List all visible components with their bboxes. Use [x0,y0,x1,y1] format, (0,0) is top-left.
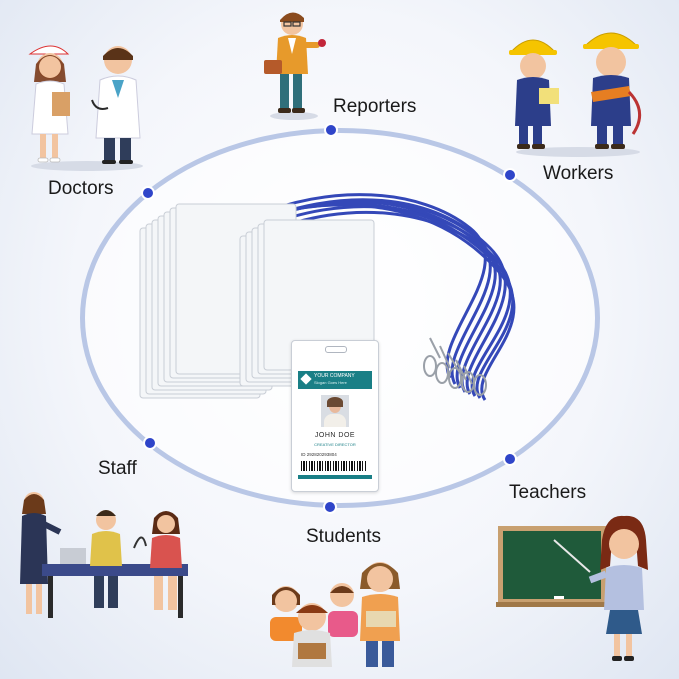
workers-illustration [509,32,641,157]
ring-dot-top-right [503,168,517,182]
ring-dot-left [143,436,157,450]
badge-role: CREATIVE DIRECTOR [314,442,356,447]
label-doctors: Doctors [48,178,114,199]
ring-dot-right [503,452,517,466]
barcode [301,461,367,471]
company-logo-icon [300,373,312,385]
ring-dot-top-left [141,186,155,200]
badge-name: JOHN DOE [314,432,356,439]
doctors-illustration [28,45,143,171]
students-illustration [270,562,400,667]
label-workers: Workers [543,163,614,184]
badge-tagline: Slogan Goes Here [314,380,347,385]
id-badge-card: YOUR COMPANY Slogan Goes Here JOHN DOE C… [291,340,379,492]
badge-header: YOUR COMPANY Slogan Goes Here [298,371,372,389]
label-students: Students [306,526,381,547]
badge-company: YOUR COMPANY [314,373,355,379]
ring-dot-bottom [323,500,337,514]
label-teachers: Teachers [509,482,587,503]
ring-dot-top [324,123,338,137]
badge-footer [298,475,372,479]
label-reporters: Reporters [333,96,417,117]
reporter-illustration [264,12,326,120]
teacher-illustration [496,515,648,661]
staff-illustration [20,492,188,618]
product-illustration [139,193,516,401]
photo-hair [327,397,343,407]
lanyard-bundle [249,193,516,401]
badge-slot [325,346,347,353]
badge-photo [321,395,349,427]
photo-body [324,414,346,427]
badge-id: ID 292820293804 [301,452,337,457]
metal-clips [423,337,487,396]
label-staff: Staff [98,458,137,479]
